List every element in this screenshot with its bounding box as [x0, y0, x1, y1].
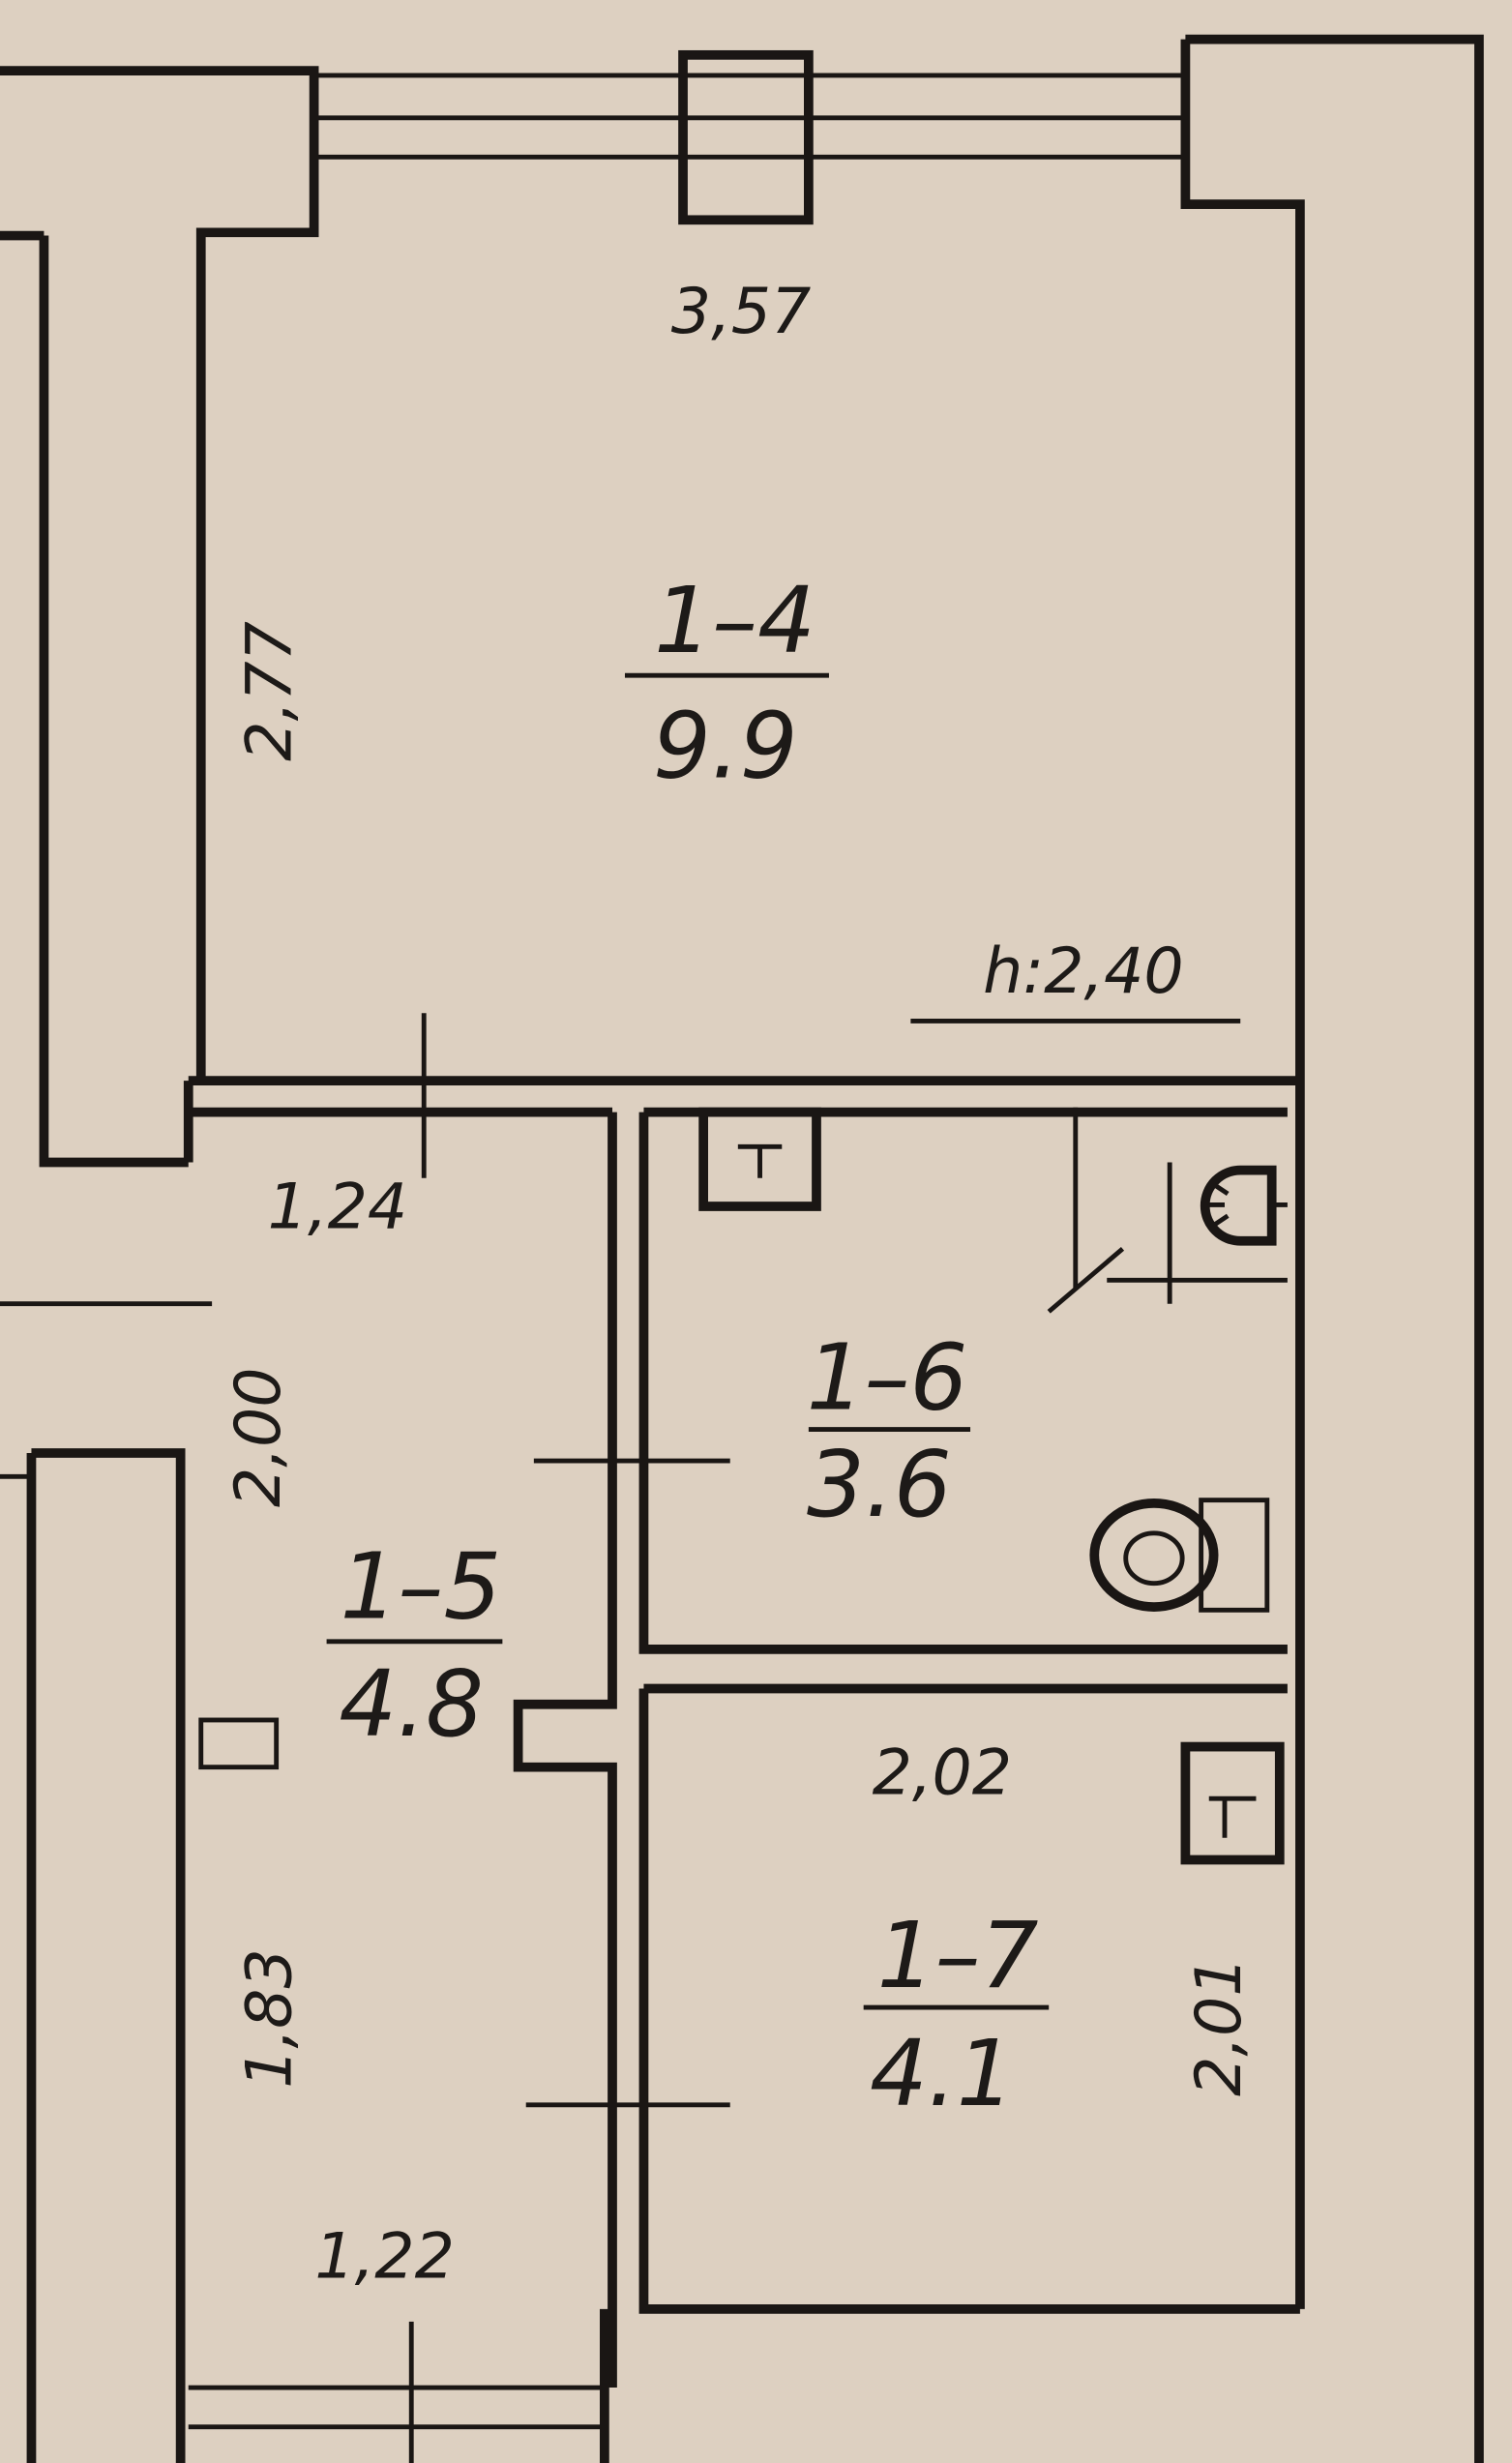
dim-room15-upper-length: 2,00 [222, 1367, 295, 1507]
dimension-ticks [408, 1013, 1241, 2463]
dim-room15-bottom-width: 1,22 [314, 2220, 455, 2293]
room-1-4-area: 9.9 [653, 695, 798, 800]
window-pillar [678, 49, 814, 225]
dim-room15-top-width: 1,24 [268, 1172, 408, 1244]
room-1-5-id: 1–5 [341, 1534, 502, 1640]
dim-room17-width: 2,02 [873, 1736, 1013, 1809]
room-1-7-area: 4.1 [870, 2022, 1015, 2127]
dim-room17-depth: 2,01 [1183, 1956, 1256, 2096]
dim-room15-lower-length: 1,83 [233, 1948, 306, 2089]
radiator [198, 1717, 280, 1770]
sink-icon [698, 1107, 821, 1211]
dim-room14-depth: 2,77 [233, 621, 306, 761]
shower-icon [1047, 1107, 1288, 1314]
room-1-4-id: 1–4 [654, 569, 815, 674]
room-1-5-area: 4.8 [339, 1652, 484, 1758]
sink-icon [1180, 1741, 1285, 1865]
toilet-icon [1089, 1498, 1270, 1613]
ceiling-height: h:2,40 [983, 935, 1184, 1008]
room-1-7-id: 1–7 [877, 1904, 1039, 2009]
dim-room14-width: 3,57 [671, 276, 812, 348]
room-1-6-area: 3.6 [807, 1433, 952, 1538]
room-1-6-id: 1–6 [807, 1325, 968, 1431]
fixtures [698, 1107, 1288, 1865]
